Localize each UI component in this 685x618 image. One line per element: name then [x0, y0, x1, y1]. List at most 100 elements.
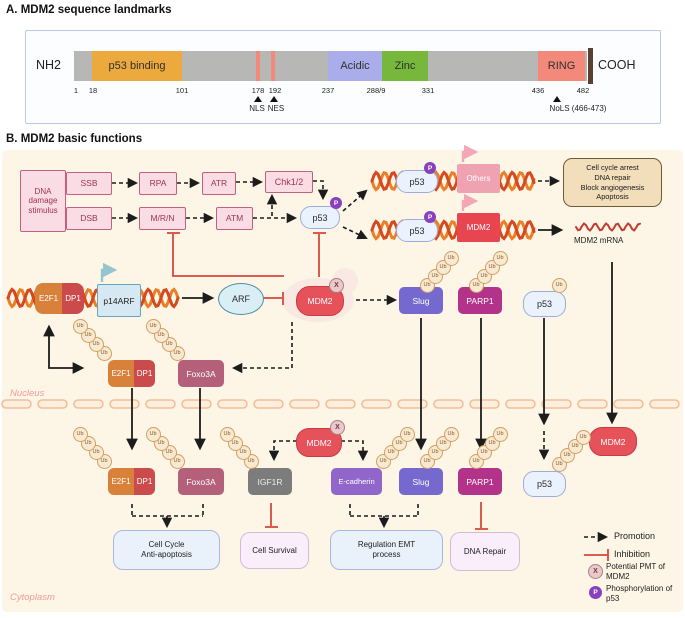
legend-inhibition-label: Inhibition	[614, 549, 651, 559]
outcome-arrest-box: Cell cycle arrest DNA repair Block angio…	[563, 158, 662, 207]
nucleus-label: Nucleus	[10, 388, 45, 399]
membrane-segment	[37, 399, 68, 409]
cytoplasm-label: Cytoplasm	[10, 592, 55, 603]
transcription-arrows	[100, 144, 479, 282]
ub-badge: Ub	[551, 277, 567, 293]
node-mrn: M/R/N	[139, 207, 186, 230]
arrow-mdm2-ecadherin	[341, 440, 369, 462]
outcome-cell-survival-box: Cell Survival	[240, 532, 309, 569]
node-slug-nucleus: Slug	[399, 287, 443, 314]
membrane-segment	[181, 399, 212, 409]
pmt-badge-icon: X	[329, 278, 344, 293]
node-slug-cytoplasm: Slug	[399, 468, 443, 495]
tick-178: 178	[251, 86, 265, 95]
legend-phospho-badge-icon: P	[589, 586, 602, 599]
outcome-emt-box: Regulation EMT process	[330, 530, 443, 570]
node-e2f1-dna: E2F1	[35, 283, 62, 314]
tick-288-9: 288/9	[366, 86, 386, 95]
node-mdm2-cytoplasm-right: MDM2	[589, 427, 637, 456]
arrow-e2f1-recycle	[43, 324, 85, 374]
panel-a-title: A. MDM2 sequence landmarks	[6, 4, 172, 16]
membrane-segment	[649, 399, 680, 409]
node-dna-damage-stimulus: DNA damage stimulus	[20, 170, 66, 232]
node-dp1-dna: DP1	[62, 283, 84, 314]
nes-label: NES	[267, 104, 285, 113]
membrane-segment	[433, 399, 464, 409]
node-foxo3a-cytoplasm: Foxo3A	[178, 468, 224, 495]
membrane-segment	[109, 399, 140, 409]
membrane-segment	[505, 399, 536, 409]
phospho-badge-icon: P	[424, 162, 436, 174]
ub-badge: Ub	[399, 426, 415, 442]
ub-badge: Ub	[492, 426, 508, 442]
nls-stripe	[256, 51, 260, 81]
node-chk12: Chk1/2	[265, 171, 313, 193]
node-e2f1-ub-nucleus: E2F1	[108, 360, 134, 387]
gene-mdm2: MDM2	[457, 213, 500, 242]
ub-badge: Ub	[72, 318, 88, 334]
tick-192: 192	[268, 86, 282, 95]
node-p53-central: p53	[300, 206, 340, 229]
cooh-terminus-label: COOH	[598, 58, 636, 72]
gene-p14arf: p14ARF	[97, 284, 141, 317]
arrow-mdm2-foxo3a	[231, 322, 293, 374]
membrane-segment	[541, 399, 572, 409]
node-dp1-cytoplasm: DP1	[134, 468, 155, 495]
mdm2-mrna-label: MDM2 mRNA	[574, 236, 624, 245]
node-dsb: DSB	[66, 207, 112, 230]
node-igf1r: IGF1R	[248, 468, 292, 495]
node-ecadherin: E-cadherin	[331, 468, 382, 495]
membrane-segment	[73, 399, 104, 409]
ub-badge: Ub	[492, 250, 508, 266]
node-parp1-cytoplasm: PARP1	[458, 468, 502, 495]
nols-marker-icon	[553, 96, 561, 102]
tick-18: 18	[88, 86, 98, 95]
tss-others-icon	[461, 144, 479, 162]
decor-path	[6, 287, 180, 309]
tick-482: 482	[576, 86, 590, 95]
membrane-segment	[469, 399, 500, 409]
outcome-cell-cycle-box: Cell Cycle Anti-apoptosis	[113, 530, 220, 570]
tick-331: 331	[421, 86, 435, 95]
ub-badge: Ub	[72, 426, 88, 442]
node-ssb: SSB	[66, 172, 112, 195]
legend-promotion-label: Promotion	[614, 531, 656, 541]
solid-arrows	[43, 224, 618, 451]
arrow-p53-mdm2-gene	[342, 226, 368, 240]
decor-path	[575, 222, 641, 232]
arrow-mdm2-igf1r	[268, 440, 297, 462]
node-p53-on-dna-1: p53	[396, 170, 438, 193]
node-p53-on-dna-2: p53	[396, 219, 438, 242]
membrane-segment	[1, 399, 32, 409]
node-dp1-ub-nucleus: DP1	[134, 360, 155, 387]
node-foxo3a-nucleus: Foxo3A	[178, 360, 224, 387]
membrane-segment	[613, 399, 644, 409]
arrow-chk12-p53	[313, 180, 329, 201]
tick-237: 237	[321, 86, 335, 95]
node-arf: ARF	[218, 283, 264, 315]
legend-phospho-label: Phosphorylation of p53	[606, 584, 673, 603]
arrow-p53-others-gene	[342, 189, 368, 212]
ub-badge: Ub	[219, 426, 235, 442]
membrane-segment	[577, 399, 608, 409]
promotion-arrows	[112, 175, 609, 543]
gene-others: Others	[457, 164, 500, 193]
node-atm: ATM	[216, 207, 253, 230]
membrane-segment	[361, 399, 392, 409]
node-rpa: RPA	[139, 172, 177, 195]
domain-zinc: Zinc	[382, 51, 428, 81]
node-e2f1-cytoplasm: E2F1	[108, 468, 134, 495]
panel-b-title: B. MDM2 basic functions	[6, 133, 143, 145]
nls-marker-icon	[254, 96, 262, 102]
nls-label: NLS	[249, 104, 265, 113]
ub-badge: Ub	[575, 429, 591, 445]
pmt-badge-icon: X	[330, 420, 345, 435]
node-p53-cytoplasm: p53	[523, 471, 566, 497]
phospho-badge-icon: P	[424, 211, 436, 223]
node-atr: ATR	[202, 172, 236, 195]
membrane-segment	[253, 399, 284, 409]
ub-badge: Ub	[145, 318, 161, 334]
tick-1: 1	[73, 86, 79, 95]
phospho-badge-icon: P	[330, 197, 342, 209]
